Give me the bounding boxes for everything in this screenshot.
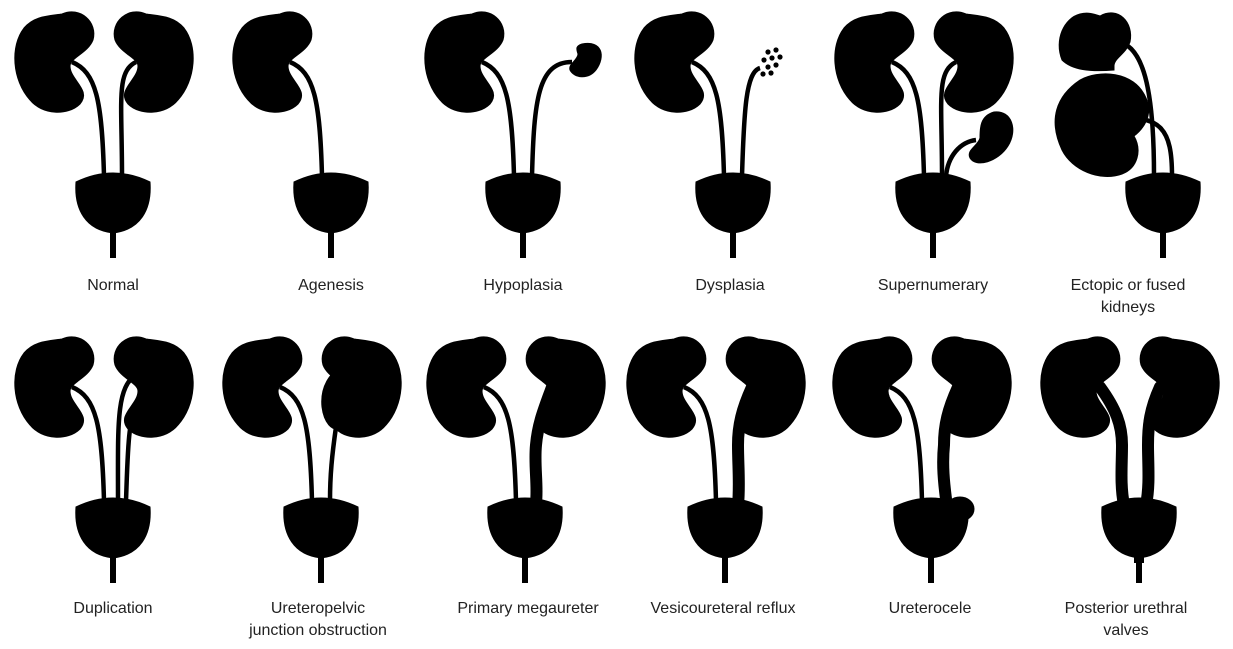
panel-vesicoureteral-reflux [627, 337, 805, 583]
panel-hypoplasia [425, 12, 601, 258]
bladder [696, 173, 770, 233]
left-ureter [280, 387, 312, 501]
dilated-renal-pelvis [322, 365, 353, 429]
caption-normal: Normal [13, 275, 213, 297]
left-kidney [635, 12, 714, 112]
urethra [1136, 561, 1142, 583]
caption-primary-megaureter: Primary megaureter [428, 598, 628, 620]
bladder [486, 173, 560, 233]
caption-agenesis: Agenesis [231, 275, 431, 297]
bladder [488, 498, 562, 558]
left-ureter [692, 62, 724, 176]
urethra [110, 228, 116, 258]
caption-posterior-urethral-valves: Posterior urethral valves [1026, 598, 1226, 642]
panel-upj-obstruction [223, 337, 401, 583]
urethra [730, 228, 736, 258]
left-ureter [290, 62, 322, 176]
bladder [1126, 173, 1200, 233]
bladder [284, 498, 358, 558]
left-ureter [72, 387, 104, 501]
left-ureter [890, 387, 922, 501]
urethra [318, 553, 324, 583]
left-ureter [684, 387, 716, 501]
dysplastic-cysts [760, 47, 782, 76]
ureterocele-bulge [946, 497, 974, 521]
bladder [76, 498, 150, 558]
panel-supernumerary [835, 12, 1013, 258]
bladder [1102, 498, 1176, 558]
caption-dysplasia: Dysplasia [630, 275, 830, 297]
left-kidney [15, 12, 94, 112]
caption-duplication: Duplication [13, 598, 213, 620]
dilated-right-ureter [535, 387, 552, 503]
refluxing-right-ureter [738, 387, 752, 505]
urethra [110, 553, 116, 583]
right-kidney [114, 12, 193, 112]
left-kidney [233, 12, 312, 112]
panel-ureterocele [833, 337, 1011, 583]
urethra [520, 228, 526, 258]
panel-duplication [15, 337, 193, 583]
extra-kidney [969, 112, 1013, 163]
caption-hypoplasia: Hypoplasia [423, 275, 623, 297]
left-ureter [484, 387, 516, 501]
caption-vesicoureteral-reflux: Vesicoureteral reflux [623, 598, 823, 620]
left-kidney [223, 337, 302, 437]
caption-upj-obstruction: Ureteropelvic junction obstruction [218, 598, 418, 642]
dilated-right-ureter [943, 387, 958, 499]
urethra [328, 228, 334, 258]
small-kidney [570, 43, 602, 76]
left-kidney [427, 337, 506, 437]
panel-normal [15, 12, 193, 258]
panel-agenesis [233, 12, 368, 258]
left-kidney [627, 337, 706, 437]
caption-supernumerary: Supernumerary [833, 275, 1033, 297]
dilated-right-ureter [1146, 387, 1160, 505]
panel-primary-megaureter [427, 337, 605, 583]
caption-ectopic-fused: Ectopic or fused kidneys [1028, 275, 1228, 319]
left-kidney [835, 12, 914, 112]
bladder [294, 173, 368, 233]
caption-ureterocele: Ureterocele [830, 598, 1030, 620]
left-kidney [425, 12, 504, 112]
right-ureter [330, 427, 336, 501]
panel-posterior-urethral-valves [1041, 337, 1219, 583]
bladder [688, 498, 762, 558]
right-ureter [742, 68, 760, 176]
urethra [1160, 228, 1166, 258]
urethra [930, 228, 936, 258]
panel-dysplasia [635, 12, 783, 258]
fused-lower-kidney [1055, 74, 1149, 177]
dilated-left-ureter [1100, 387, 1124, 505]
urethra [928, 553, 934, 583]
right-kidney [934, 12, 1013, 112]
right-ureter [532, 62, 572, 176]
urethra [722, 553, 728, 583]
bladder [76, 173, 150, 233]
urethra [522, 553, 528, 583]
left-ureter [892, 62, 924, 176]
left-ureter [482, 62, 514, 176]
left-kidney [1041, 337, 1120, 437]
left-kidney [833, 337, 912, 437]
left-kidney [15, 337, 94, 437]
left-ureter [72, 62, 104, 176]
panel-ectopic-fused [1055, 13, 1200, 258]
bladder [896, 173, 970, 233]
